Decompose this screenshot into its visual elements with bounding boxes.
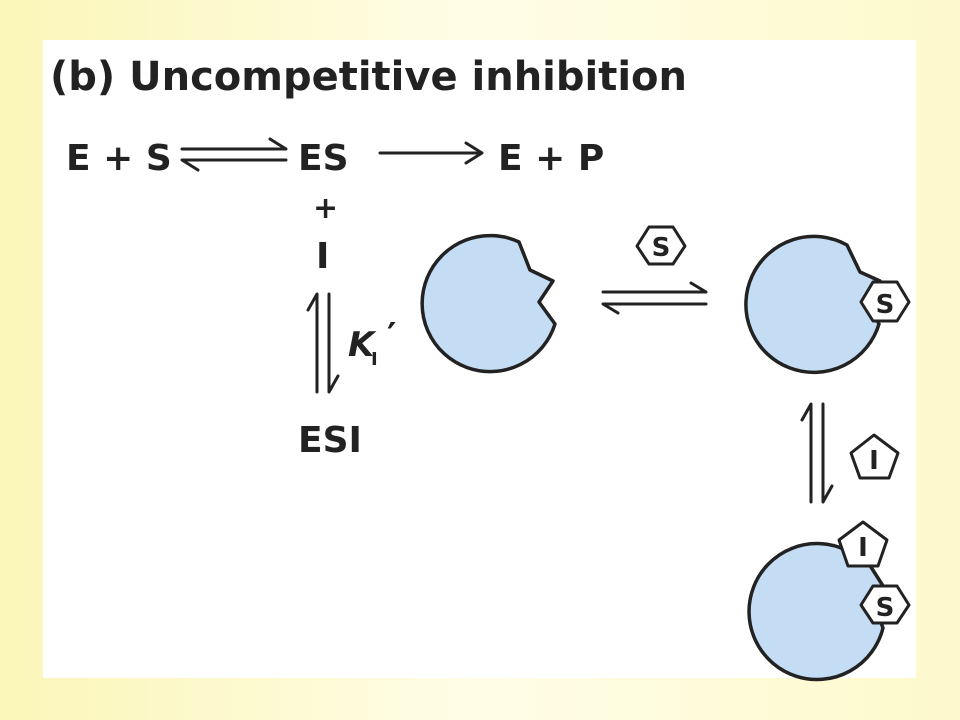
equilibrium-arrow-vertical-ki — [306, 292, 340, 394]
substrate-hexagon-esi: S — [859, 584, 911, 625]
free-enzyme-shape — [420, 233, 557, 374]
inhibitor-glyph-free: I — [869, 446, 879, 476]
substrate-hexagon-free: S — [635, 225, 687, 266]
label-e-plus-p: E + P — [498, 138, 604, 179]
diagram-title: (b) Uncompetitive inhibition — [50, 54, 687, 100]
substrate-hexagon-bound: S — [859, 280, 911, 323]
binding-arrow-inhibitor — [800, 402, 834, 504]
forward-arrow — [378, 141, 484, 165]
label-inhibitor: I — [316, 236, 329, 277]
label-e-plus-s: E + S — [66, 138, 172, 179]
label-plus: + — [313, 191, 338, 226]
binding-arrow-substrate — [601, 281, 708, 315]
equilibrium-arrow-horizontal — [180, 137, 288, 172]
substrate-glyph-bound: S — [876, 290, 895, 320]
es-complex-enzyme-shape — [744, 234, 882, 375]
inhibitor-pentagon-free: I — [849, 433, 900, 480]
constant-subscript: I — [371, 349, 378, 370]
label-esi: ESI — [298, 420, 362, 461]
substrate-glyph-free: S — [652, 233, 671, 263]
label-es: ES — [298, 138, 349, 179]
constant-prime: ′ — [387, 316, 397, 357]
constant-ki-prime: K I ′ — [348, 316, 397, 370]
inhibitor-pentagon-bound: I — [837, 520, 889, 568]
esi-complex-enzyme-shape — [747, 541, 887, 682]
substrate-glyph-esi: S — [876, 593, 895, 623]
constant-k: K — [348, 325, 377, 365]
inhibitor-glyph-bound: I — [858, 533, 868, 563]
